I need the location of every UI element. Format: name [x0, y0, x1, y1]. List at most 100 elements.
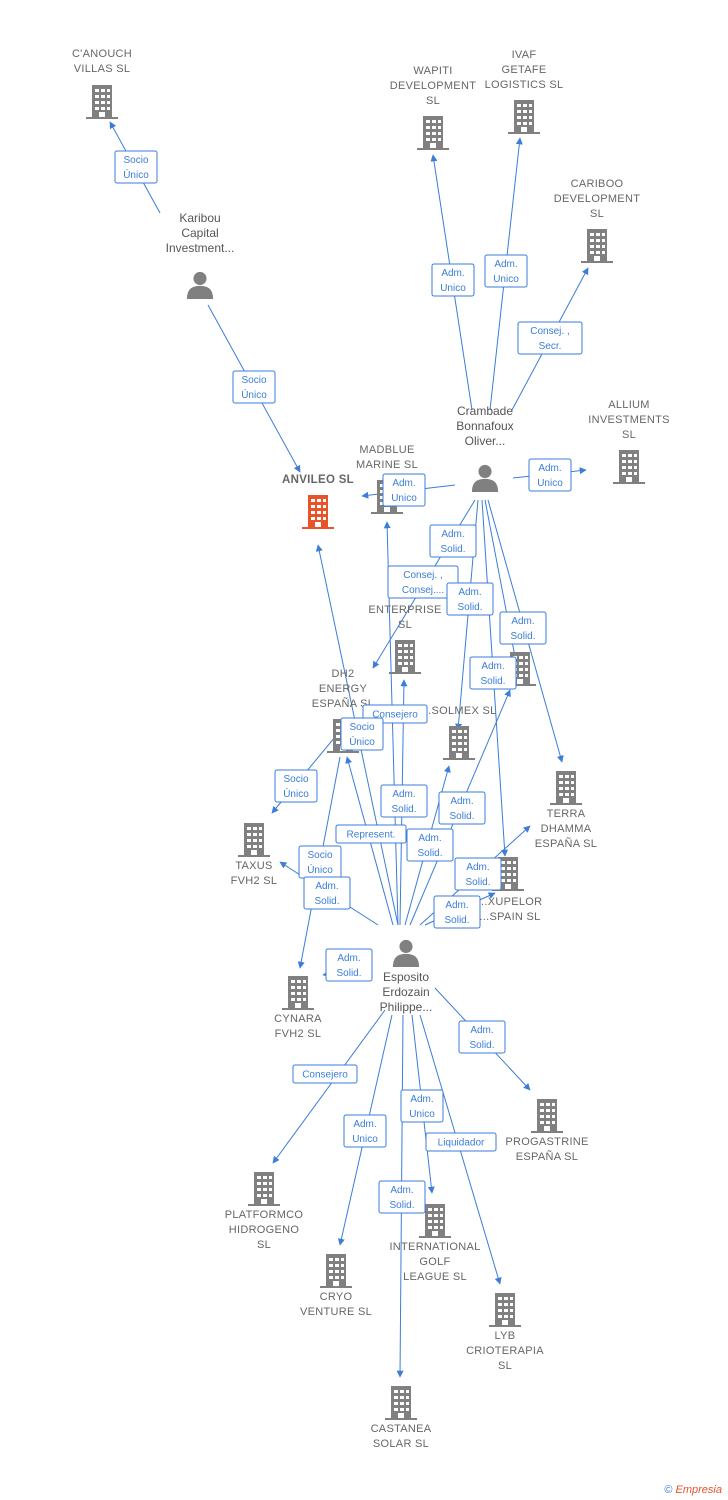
relation-box [274, 769, 318, 803]
company-label-line: MADBLUE [359, 444, 414, 456]
relation-box [343, 1114, 387, 1148]
relation-label-r3[interactable]: Adm. Unico [431, 263, 475, 297]
building-icon [86, 85, 118, 119]
relation-text: Adm. [445, 900, 468, 911]
company-label-line: ESPAÑA SL [535, 837, 597, 850]
building-icon [508, 100, 540, 134]
relation-label-r27[interactable]: Adm.Unico [343, 1114, 387, 1148]
relation-label-r17[interactable]: Adm.Solid. [438, 791, 486, 825]
relation-label-r4[interactable]: Adm.Unico [484, 254, 528, 288]
footer-brand[interactable]: © Empresia [664, 1484, 722, 1496]
company-label-line: INTERNATIONAL [389, 1241, 480, 1253]
company-label-line: CRYO [320, 1291, 353, 1303]
relation-label-r10[interactable]: Adm.Solid. [446, 582, 494, 616]
relation-box [232, 370, 276, 404]
company-label-line: SL [426, 95, 440, 107]
relation-label-r24[interactable]: Adm.Solid. [325, 948, 373, 982]
person-icon [392, 939, 420, 967]
company-node-solmex[interactable]: ...SOLMEX SL [421, 705, 496, 760]
relation-box [292, 1064, 358, 1084]
company-node-anvileo[interactable]: ANVILEO SL [282, 474, 354, 529]
relation-label-r26[interactable]: Consejero [292, 1064, 358, 1084]
relation-text: Socio [283, 774, 308, 785]
building-icon [238, 823, 270, 857]
relation-text: Adm. [353, 1119, 376, 1130]
company-label-line: ...SOLMEX SL [421, 705, 496, 717]
relation-label-r21[interactable]: Adm.Solid. [303, 876, 351, 910]
relation-label-r30[interactable]: Adm.Solid. [378, 1180, 426, 1214]
company-label-line: GOLF [419, 1256, 450, 1268]
company-label-line: INVESTMENTS [588, 414, 670, 426]
relation-label-r22[interactable]: Adm.Solid. [454, 857, 502, 891]
relations-layer: SocioÚnicoSocioÚnicoAdm.UnicoAdm.UnicoCo… [114, 150, 583, 1214]
relation-label-r16[interactable]: Adm.Solid. [380, 784, 428, 818]
relation-text: Adm. [315, 881, 338, 892]
relation-box [484, 254, 528, 288]
company-label-line: LEAGUE SL [403, 1271, 467, 1283]
person-label-line: Oliver... [465, 434, 506, 448]
edge-arrow [272, 1009, 386, 1164]
company-label-line: MARINE SL [356, 459, 418, 471]
person-node-esposito[interactable]: EspositoErdozainPhilippe... [380, 939, 433, 1014]
company-label-line: DHAMMA [541, 823, 592, 835]
company-node-international[interactable]: INTERNATIONAL GOLF LEAGUE SL [389, 1204, 480, 1283]
company-label-line: SL [257, 1239, 271, 1251]
relation-label-r5[interactable]: Consej. ,Secr. [517, 321, 583, 355]
relation-label-r12[interactable]: Adm.Solid. [469, 656, 517, 690]
relation-label-r28[interactable]: Adm.Unico [400, 1089, 444, 1123]
person-node-crambade[interactable]: CrambadeBonnafouxOliver... [456, 404, 514, 492]
relation-label-r9[interactable]: Consej. ,Consej.... [387, 565, 459, 599]
company-label-line: SL [398, 619, 412, 631]
relation-text: Único [283, 787, 309, 800]
company-node-taxus[interactable]: TAXUS FVH2 SL [231, 823, 278, 887]
company-label-line: SL [590, 208, 604, 220]
relation-label-r11[interactable]: Adm.Solid. [499, 611, 547, 645]
relation-text: Solid. [457, 602, 482, 613]
relation-label-r18[interactable]: Represent. [335, 824, 407, 844]
company-label-line: PROGASTRINE [505, 1136, 588, 1148]
relation-text: Solid. [389, 1200, 414, 1211]
company-node-xupelor[interactable]: ...XUPELOR...SPAIN SL [478, 857, 543, 923]
relation-label-r7[interactable]: Adm.Unico [382, 473, 426, 507]
relation-text: Solid. [391, 804, 416, 815]
relation-label-r8[interactable]: Adm.Solid. [429, 524, 477, 558]
relation-label-r23[interactable]: Adm.Solid. [433, 895, 481, 929]
relation-box [380, 784, 428, 818]
company-node-madblue[interactable]: MADBLUE MARINE SL [356, 444, 418, 514]
person-node-karibou[interactable]: KaribouCapitalInvestment... [166, 211, 235, 299]
relation-text: Adm. [441, 268, 464, 279]
company-label-line: ...SPAIN SL [479, 911, 540, 923]
company-label-line: TAXUS [235, 860, 272, 872]
relation-box [378, 1180, 426, 1214]
relation-label-r29[interactable]: Liquidador [425, 1132, 497, 1152]
company-label-line: FVH2 SL [231, 875, 278, 887]
relation-label-r19[interactable]: Adm.Solid. [406, 828, 454, 862]
relation-label-r25[interactable]: Adm.Solid. [458, 1020, 506, 1054]
relation-text: Unico [440, 283, 466, 294]
company-label-line: PLATFORMCO [225, 1209, 304, 1221]
relation-label-r6[interactable]: Adm.Unico [528, 458, 572, 492]
person-label-line: Philippe... [380, 1000, 433, 1014]
company-label-line: IVAF [512, 49, 537, 61]
relation-text: Unico [537, 478, 563, 489]
